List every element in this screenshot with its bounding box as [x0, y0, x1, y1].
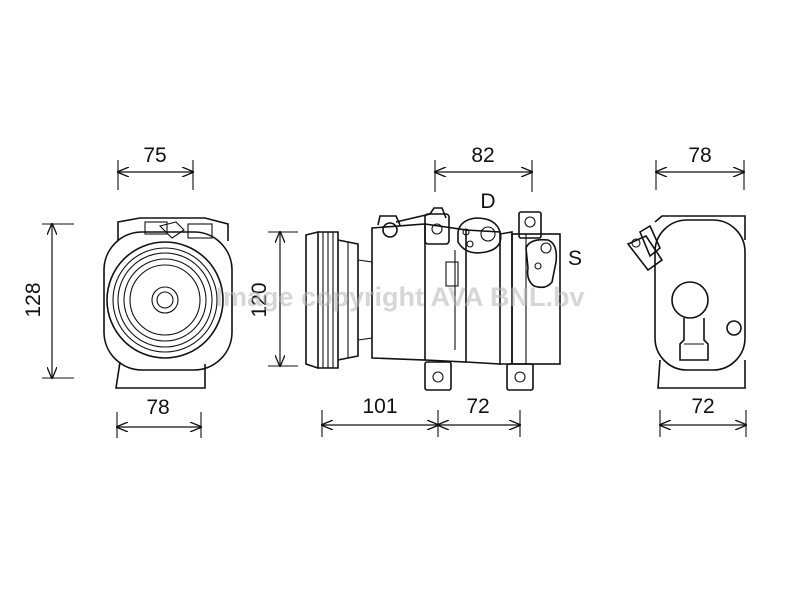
copyright-watermark: Image copyright AVA BNL.bv — [215, 282, 584, 312]
rear-view: 78 72 — [626, 144, 746, 437]
suction-port-label: S — [568, 247, 582, 270]
front-width-bottom-label: 78 — [146, 396, 169, 419]
front-height-label: 128 — [22, 282, 45, 317]
front-view: 75 128 78 — [22, 144, 233, 438]
side-length-left-label: 101 — [362, 395, 397, 418]
front-width-top-label: 75 — [143, 144, 166, 167]
side-length-right-label: 72 — [466, 395, 489, 418]
discharge-port-label: D — [480, 190, 495, 213]
side-height-label: 120 — [248, 282, 271, 317]
rear-width-bottom-label: 72 — [691, 395, 714, 418]
rear-width-top-label: 78 — [688, 144, 711, 167]
side-width-top-label: 82 — [471, 144, 494, 167]
side-view: D S 82 120 101 72 — [248, 144, 582, 437]
